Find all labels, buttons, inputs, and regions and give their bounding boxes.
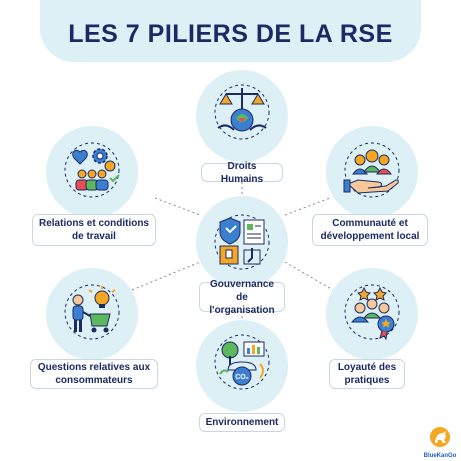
page-title: LES 7 PILIERS DE LA RSE: [68, 20, 393, 48]
justice-scales-globe-icon: [214, 84, 270, 140]
shopper-cart-lightbulb-icon: [64, 284, 120, 340]
connector-relations: [154, 197, 201, 216]
governance-documents-icon: [214, 214, 270, 270]
connector-loyaute: [284, 261, 334, 291]
kangaroo-logo-icon: [430, 427, 450, 447]
brand-logo: BlueKanGo: [423, 426, 457, 459]
circle-gouvernance: [196, 196, 288, 288]
community-hand-icon: [343, 142, 400, 198]
label-droits: Droits Humains: [201, 161, 283, 185]
svg-text:CO₂: CO₂: [235, 374, 249, 381]
label-gouvernance: Gouvernance de l'organisation: [199, 279, 285, 316]
workers-gears-heart-icon: [64, 142, 120, 198]
label-communaute: Communauté et développement local: [312, 214, 428, 246]
award-medal-team-icon: [344, 284, 400, 341]
connector-communaute: [284, 197, 331, 216]
label-loyaute: Loyauté des pratiques: [329, 359, 405, 389]
brand-name: BlueKanGo: [423, 453, 457, 459]
label-relations: Relations et conditions de travail: [32, 214, 156, 246]
connector-consommateurs: [131, 261, 201, 291]
eco-co2-icon: CO₂: [214, 334, 270, 390]
label-environnement: Environnement: [199, 413, 285, 432]
label-consommateurs: Questions relatives aux consommateurs: [30, 359, 158, 389]
title-banner: [40, 0, 421, 62]
